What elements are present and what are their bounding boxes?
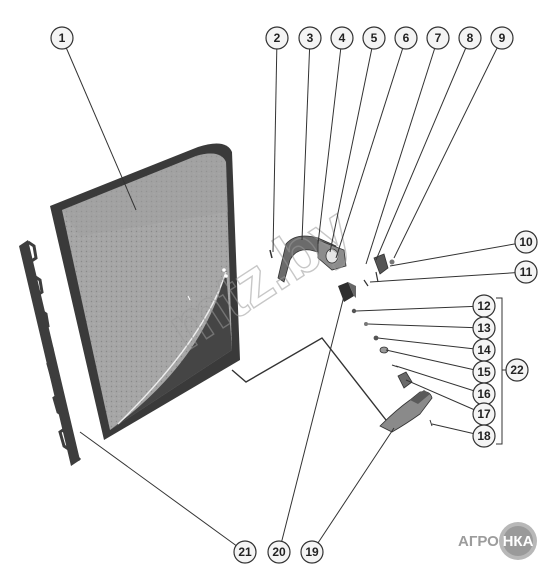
svg-text:10: 10 (519, 235, 533, 249)
svg-text:21: 21 (238, 545, 252, 559)
callout-12: 12 (472, 294, 496, 318)
callout-6: 6 (394, 26, 418, 50)
logo-text-left: АГРО (458, 533, 499, 550)
svg-text:13: 13 (477, 321, 491, 335)
svg-text:5: 5 (371, 31, 378, 45)
svg-text:18: 18 (477, 429, 491, 443)
callout-21: 21 (233, 540, 257, 564)
callout-10: 10 (514, 230, 538, 254)
callout-8: 8 (458, 26, 482, 50)
callout-15: 15 (472, 360, 496, 384)
group-bracket (496, 297, 503, 445)
callout-22: 22 (505, 358, 529, 382)
svg-text:3: 3 (307, 31, 314, 45)
callout-5: 5 (362, 26, 386, 50)
logo-text-right: НКА (503, 533, 534, 550)
control-rod (231, 337, 387, 421)
svg-text:14: 14 (477, 343, 491, 357)
callout-18: 18 (472, 424, 496, 448)
callout-13: 13 (472, 316, 496, 340)
svg-text:7: 7 (435, 31, 442, 45)
svg-text:12: 12 (477, 299, 491, 313)
svg-text:16: 16 (477, 387, 491, 401)
svg-text:20: 20 (272, 545, 286, 559)
svg-text:17: 17 (477, 407, 491, 421)
svg-text:1: 1 (59, 31, 66, 45)
svg-text:11: 11 (520, 265, 533, 279)
callout-2: 2 (265, 26, 289, 50)
svg-text:19: 19 (305, 545, 319, 559)
svg-text:9: 9 (499, 31, 506, 45)
svg-text:15: 15 (477, 365, 491, 379)
callout-16: 16 (472, 382, 496, 406)
brand-logo: АГРО НКА (458, 522, 537, 560)
callout-9: 9 (490, 26, 514, 50)
callout-19: 19 (300, 540, 324, 564)
callout-17: 17 (472, 402, 496, 426)
callout-1: 1 (50, 26, 74, 50)
callout-20: 20 (267, 540, 291, 564)
lock-parts (363, 253, 395, 287)
lock-block (338, 282, 356, 302)
svg-text:6: 6 (403, 31, 410, 45)
callout-11: 11 (514, 260, 538, 284)
callout-14: 14 (472, 338, 496, 362)
seal-strip (19, 240, 82, 466)
callout-3: 3 (298, 26, 322, 50)
fasteners (351, 308, 413, 389)
callout-4: 4 (330, 26, 354, 50)
outer-handle (269, 235, 347, 283)
svg-text:4: 4 (339, 31, 346, 45)
svg-text:2: 2 (274, 31, 281, 45)
svg-text:8: 8 (467, 31, 474, 45)
callout-7: 7 (426, 26, 450, 50)
svg-text:22: 22 (510, 363, 524, 377)
inner-handle (379, 390, 433, 433)
door-glass (50, 143, 240, 440)
